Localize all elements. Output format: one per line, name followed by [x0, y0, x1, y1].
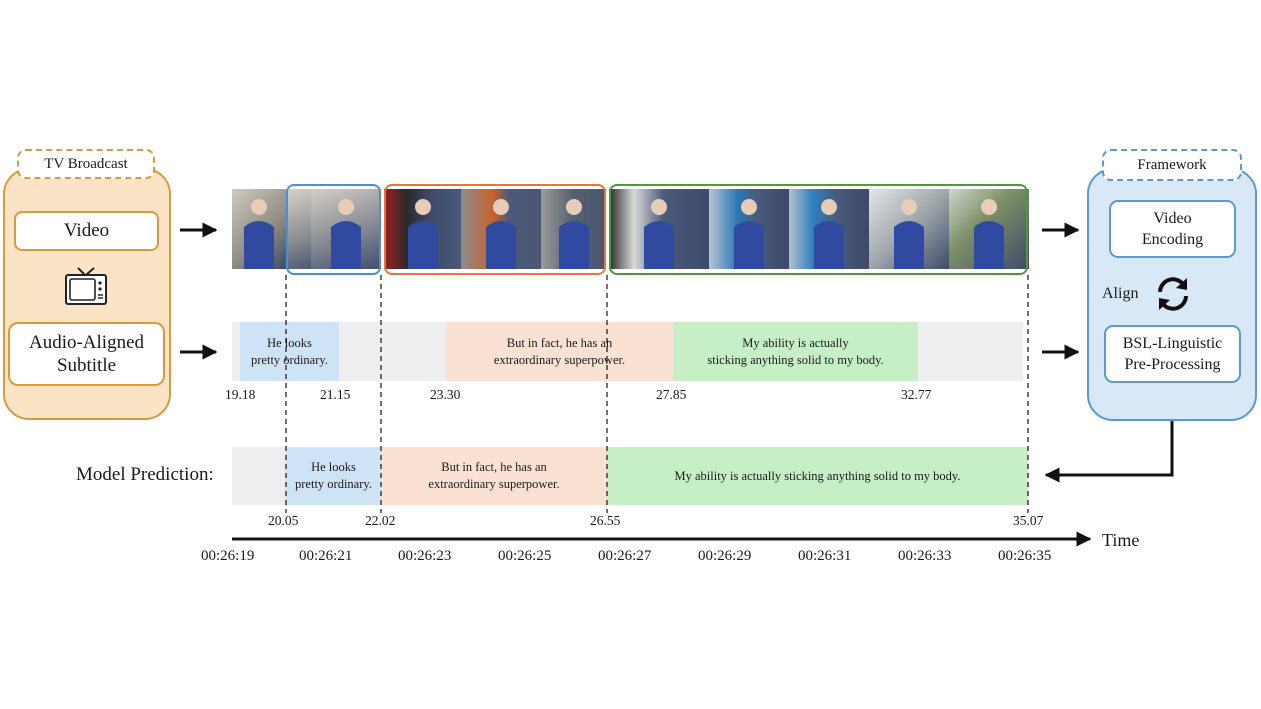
preproc-line1: BSL-Linguistic — [1122, 335, 1223, 352]
timestamp: 00:26:27 — [598, 548, 652, 564]
subtitle-segment-2: But in fact, he has an extraordinary sup… — [446, 322, 673, 381]
prediction-text: He looks — [311, 460, 356, 474]
timestamp: 00:26:19 — [201, 548, 255, 564]
subtitle-segment-1: He looks pretty ordinary. — [240, 322, 339, 381]
prediction-segment-2: But in fact, he has an extraordinary sup… — [381, 447, 607, 505]
prediction-segment-1: He looks pretty ordinary. — [286, 447, 381, 505]
timestamp: 00:26:21 — [299, 548, 353, 564]
video-encoding-line2: Encoding — [1141, 231, 1204, 248]
arrow-framework-to-prediction — [1044, 421, 1174, 483]
subtitle-tick: 23.30 — [430, 387, 461, 402]
video-frame — [232, 189, 286, 269]
timestamp: 00:26:31 — [798, 548, 852, 564]
video-frame — [461, 189, 541, 269]
audio-aligned-subtitle-box: Audio-Aligned Subtitle — [8, 322, 165, 386]
segment-box-green — [609, 184, 1028, 275]
prediction-text: But in fact, he has an — [441, 460, 547, 474]
prediction-tick: 22.02 — [365, 513, 396, 528]
prediction-text: My ability is actually sticking anything… — [674, 468, 961, 483]
video-frame — [789, 189, 869, 269]
video-frame — [949, 189, 1029, 269]
prediction-tick: 26.55 — [590, 513, 621, 528]
video-encoding-line1: Video — [1153, 210, 1192, 227]
prediction-tick: 35.07 — [1013, 513, 1044, 528]
align-label: Align — [1102, 285, 1139, 302]
subtitle-tick: 19.18 — [225, 387, 256, 402]
prediction-text: pretty ordinary. — [295, 477, 372, 491]
segment-box-blue — [286, 184, 381, 275]
video-encoding-box: Video Encoding — [1109, 200, 1236, 258]
alignment-dashed-lines — [285, 275, 1029, 513]
timestamp: 00:26:29 — [698, 548, 752, 564]
video-frame — [541, 189, 606, 269]
timestamp: 00:26:35 — [998, 548, 1052, 564]
timestamp: 00:26:33 — [898, 548, 952, 564]
model-prediction-label: Model Prediction: — [76, 464, 214, 485]
preproc-line2: Pre-Processing — [1124, 356, 1221, 373]
bsl-preprocessing-box: BSL-Linguistic Pre-Processing — [1104, 325, 1241, 383]
tv-broadcast-label: TV Broadcast — [17, 149, 155, 179]
subtitle-text: pretty ordinary. — [251, 352, 328, 367]
subtitle-box-line1: Audio-Aligned — [28, 332, 145, 353]
video-frame — [609, 189, 709, 269]
video-frame — [384, 189, 461, 269]
timestamp: 00:26:23 — [398, 548, 452, 564]
subtitle-box-line2: Subtitle — [56, 355, 117, 376]
prediction-segment-3: My ability is actually sticking anything… — [607, 447, 1028, 505]
tv-icon — [65, 267, 107, 305]
subtitle-tick: 27.85 — [656, 387, 687, 402]
segment-box-orange — [384, 184, 606, 275]
prediction-tick: 20.05 — [268, 513, 299, 528]
prediction-text: extraordinary superpower. — [428, 477, 560, 491]
framework-label: Framework — [1102, 149, 1242, 181]
subtitle-text: extraordinary superpower. — [493, 352, 626, 367]
video-box: Video — [14, 211, 159, 251]
time-axis-label: Time — [1102, 530, 1140, 550]
subtitle-text: sticking anything solid to my body. — [707, 352, 884, 367]
subtitle-text: My ability is actually — [742, 335, 849, 350]
prediction-gap — [232, 447, 286, 505]
video-frame — [286, 189, 311, 269]
subtitle-text: He looks — [267, 335, 312, 350]
video-frame — [311, 189, 381, 269]
sync-icon — [1158, 277, 1188, 311]
subtitle-text: But in fact, he has an — [506, 335, 613, 350]
video-frame — [709, 189, 789, 269]
timestamp: 00:26:25 — [498, 548, 552, 564]
subtitle-segment-3: My ability is actually sticking anything… — [673, 322, 918, 381]
subtitle-tick: 21.15 — [320, 387, 351, 402]
video-frame — [869, 189, 949, 269]
subtitle-tick: 32.77 — [901, 387, 932, 402]
